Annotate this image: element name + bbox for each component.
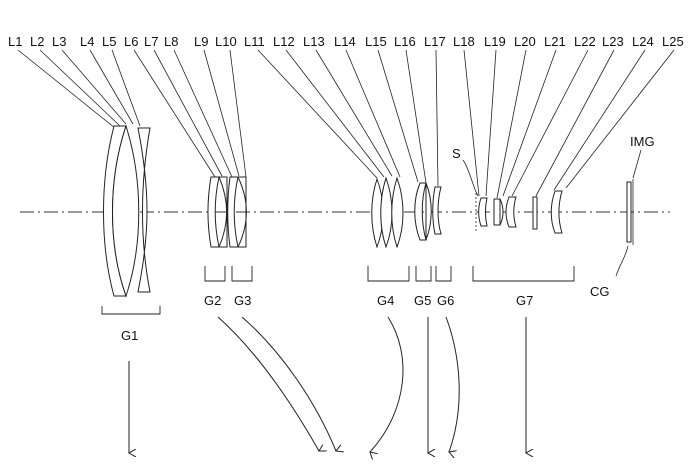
stop-label: S (452, 146, 461, 161)
label-l23: L23 (602, 34, 624, 49)
label-l3: L3 (52, 34, 66, 49)
group-labels: G1 G2 G3 G4 G5 G6 G7 (121, 293, 533, 343)
label-l7: L7 (144, 34, 158, 49)
label-l10: L10 (215, 34, 237, 49)
leader-lines (17, 49, 675, 277)
label-l17: L17 (424, 34, 446, 49)
group-label-g5: G5 (414, 293, 431, 308)
label-l15: L15 (365, 34, 387, 49)
lens-l9 (380, 176, 393, 249)
cover-glass (626, 181, 632, 243)
group-g7-lenses (475, 190, 563, 234)
group-label-g4: G4 (377, 293, 394, 308)
lens-l5 (218, 176, 228, 248)
lens-l3 (137, 127, 151, 293)
label-l19: L19 (484, 34, 506, 49)
lens-l12 (425, 182, 432, 241)
label-l5: L5 (102, 34, 116, 49)
group-g5-g6-lenses (414, 182, 442, 241)
cover-glass-and-image-plane (626, 179, 634, 245)
group-label-g1: G1 (121, 328, 138, 343)
movement-arrows (129, 316, 526, 453)
label-l24: L24 (632, 34, 654, 49)
group-g4-lenses (371, 176, 404, 249)
group-brackets (101, 266, 575, 315)
group-g1-lenses (103, 124, 151, 298)
label-l4: L4 (80, 34, 94, 49)
label-l8: L8 (164, 34, 178, 49)
group-label-g7: G7 (516, 293, 533, 308)
lens-l17 (505, 196, 517, 228)
image-label: IMG (630, 134, 655, 149)
label-l11: L11 (244, 34, 265, 49)
label-l20: L20 (514, 34, 536, 49)
lens-l16 (499, 198, 504, 226)
lens-l10 (391, 176, 404, 249)
group-label-g6: G6 (437, 293, 454, 308)
lens-l2 (112, 124, 140, 298)
lens-labels: L1 L2 L3 L4 L5 L6 L7 L8 L9 L10 L11 L12 L… (8, 34, 684, 49)
label-l18: L18 (453, 34, 475, 49)
group-g2-g3-lenses (207, 176, 247, 248)
label-l14: L14 (334, 34, 356, 49)
group-label-g3: G3 (234, 293, 251, 308)
lens-l15 (493, 198, 501, 226)
cover-glass-label: CG (590, 284, 610, 299)
label-l13: L13 (303, 34, 325, 49)
label-l6: L6 (124, 34, 138, 49)
lens-l19 (550, 190, 563, 234)
lens-l7 (237, 176, 247, 248)
label-l1: L1 (8, 34, 22, 49)
lens-l13 (432, 186, 442, 235)
lens-l14 (478, 197, 488, 227)
label-l25: L25 (662, 34, 684, 49)
lens-l18 (532, 196, 538, 230)
label-l21: L21 (544, 34, 566, 49)
label-l9: L9 (194, 34, 208, 49)
g3-arrow (241, 316, 336, 451)
label-l2: L2 (30, 34, 44, 49)
label-l22: L22 (574, 34, 596, 49)
label-l16: L16 (394, 34, 416, 49)
label-l12: L12 (273, 34, 295, 49)
lens-l11 (414, 182, 427, 241)
group-label-g2: G2 (204, 293, 221, 308)
g6-arrow (445, 316, 460, 452)
g4-arrow (370, 316, 404, 452)
g2-arrow (217, 316, 319, 451)
